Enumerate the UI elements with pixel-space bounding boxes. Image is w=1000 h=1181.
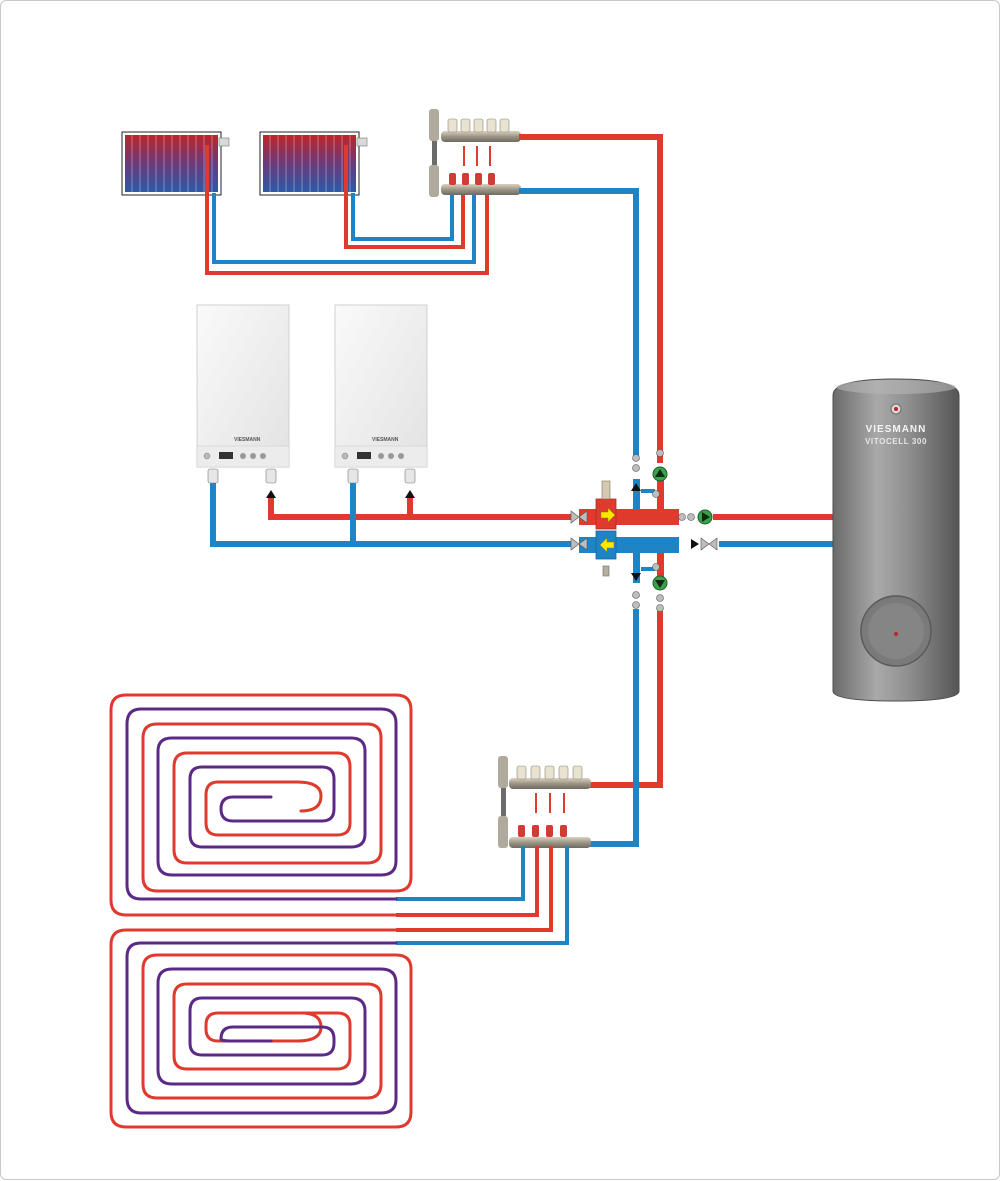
pump-icon (702, 512, 710, 522)
arrow-right-icon (600, 507, 616, 523)
upper-risers (519, 134, 663, 463)
floor-loop-feeds (396, 846, 569, 945)
hydraulic-separator (570, 479, 679, 583)
pump-icon (655, 469, 665, 477)
boiler-2-brand: VIESMANN (372, 437, 399, 443)
ball-valves-risers (632, 449, 718, 612)
upper-circuit-pump (652, 466, 668, 482)
air-vent-icon (601, 480, 611, 500)
tank-model: VITOCELL 300 (865, 437, 927, 446)
radiator-manifold (429, 109, 521, 197)
pump-icon (655, 580, 665, 588)
lower-circuit-pump (652, 575, 668, 591)
wall-boiler-2: VIESMANN (334, 304, 428, 468)
drain-valve-icon (602, 565, 610, 577)
check-valve-icon (405, 490, 415, 498)
tank-piping (713, 514, 835, 547)
check-valves-risers (631, 483, 699, 581)
radiator-1 (121, 131, 230, 196)
radiator-2 (259, 131, 368, 196)
boiler-display-icon (357, 452, 371, 459)
hot-water-storage-tank: VIESMANN VITOCELL 300 (832, 378, 960, 702)
thermostatic-valve-icon (218, 137, 230, 147)
arrow-left-icon (599, 537, 615, 553)
wall-boiler-1: VIESMANN (196, 304, 290, 468)
tank-brand: VIESMANN (866, 424, 927, 435)
boiler-1-brand: VIESMANN (234, 437, 261, 443)
underfloor-loop-2 (109, 928, 413, 1129)
check-valve-icon (631, 483, 641, 491)
boiler-valves (207, 468, 416, 498)
thermostatic-valve-icon (356, 137, 368, 147)
check-valve-icon (266, 490, 276, 498)
underfloor-loop-1 (109, 693, 413, 917)
boiler-piping (210, 483, 571, 547)
radiator-branch-piping (205, 145, 489, 275)
check-valve-icon (631, 573, 641, 581)
lower-risers (586, 609, 663, 847)
tank-loading-pump (697, 509, 713, 525)
underfloor-manifold (498, 756, 591, 848)
boiler-display-icon (219, 452, 233, 459)
check-valve-icon (691, 539, 699, 549)
